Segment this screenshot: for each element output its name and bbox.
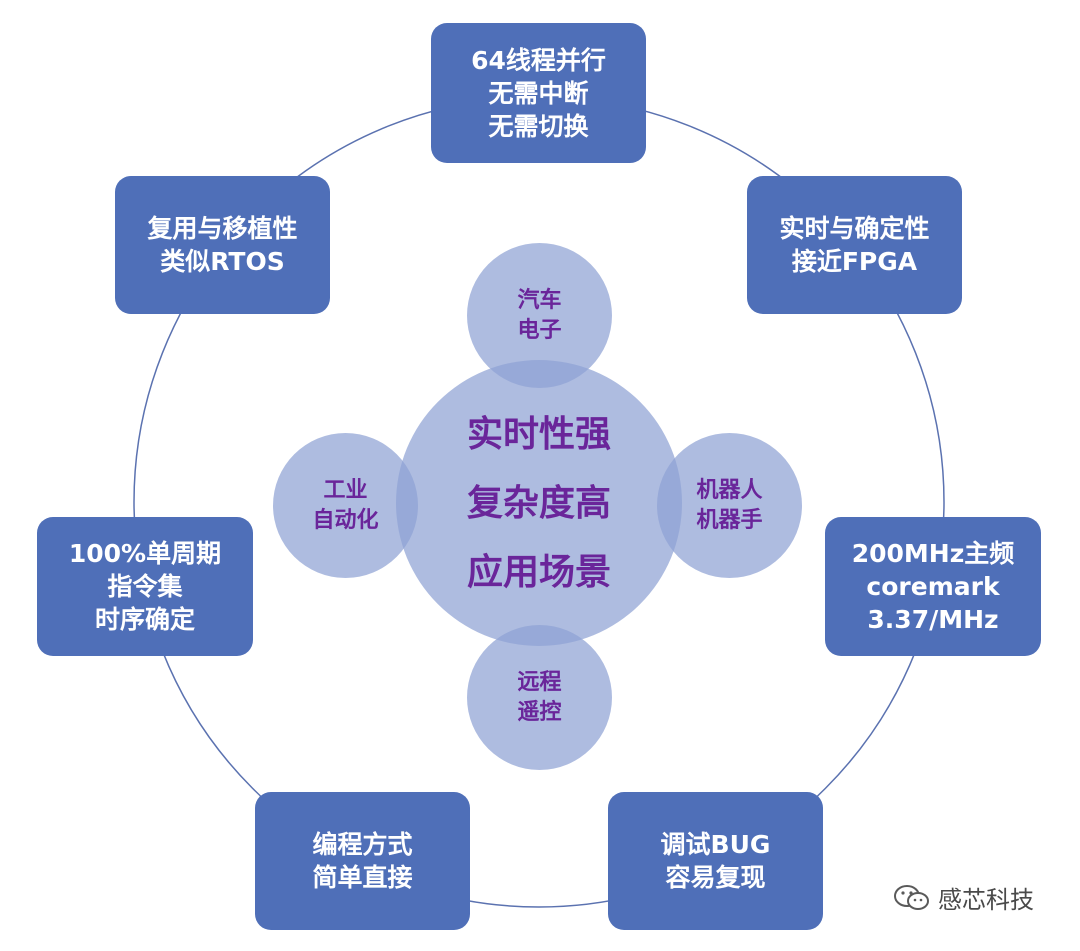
feature-line: 简单直接 [312, 863, 413, 892]
feature-line: 调试BUG [660, 830, 771, 859]
feature-box-debug: 调试BUG 容易复现 [608, 792, 823, 930]
domain-circle-automotive: 汽车 电子 [467, 243, 612, 388]
feature-line: 指令集 [107, 572, 183, 601]
center-line: 复杂度高 [466, 482, 611, 524]
domain-line: 远程 [517, 669, 562, 695]
feature-line: 类似RTOS [160, 247, 285, 276]
feature-line: 3.37/MHz [867, 605, 999, 634]
center-line: 应用场景 [466, 551, 611, 593]
domain-line: 遥控 [517, 699, 562, 725]
feature-box-single-cycle: 100%单周期 指令集 时序确定 [37, 517, 253, 656]
domain-line: 自动化 [312, 507, 379, 533]
feature-line: coremark [866, 572, 1000, 601]
domain-circle-robotics: 机器人 机器手 [657, 433, 802, 578]
feature-line: 64线程并行 [471, 45, 606, 75]
wechat-icon [894, 884, 929, 910]
feature-box-reuse: 复用与移植性 类似RTOS [115, 176, 330, 314]
feature-line: 容易复现 [665, 863, 766, 892]
watermark-text: 感芯科技 [938, 886, 1034, 914]
domain-line: 汽车 [517, 287, 562, 313]
feature-line: 200MHz主频 [851, 539, 1015, 568]
feature-line: 时序确定 [94, 605, 195, 634]
feature-line: 无需切换 [488, 111, 589, 141]
feature-box-programming: 编程方式 简单直接 [255, 792, 470, 930]
feature-box-frequency: 200MHz主频 coremark 3.37/MHz [825, 517, 1041, 656]
feature-line: 编程方式 [312, 830, 413, 859]
center-circle: 实时性强 复杂度高 应用场景 [396, 360, 682, 646]
center-line: 实时性强 [466, 413, 611, 455]
feature-box-threads: 64线程并行 无需中断 无需切换 [431, 23, 646, 163]
domain-circle-industrial: 工业 自动化 [273, 433, 418, 578]
watermark: 感芯科技 [892, 880, 1034, 915]
domain-line: 电子 [517, 317, 562, 343]
feature-line: 接近FPGA [791, 247, 918, 276]
feature-box-realtime: 实时与确定性 接近FPGA [747, 176, 962, 314]
domain-line: 机器手 [696, 507, 763, 533]
domain-line: 工业 [323, 477, 368, 503]
domain-circle-remote: 远程 遥控 [467, 625, 612, 770]
feature-line: 无需中断 [488, 78, 589, 108]
domain-line: 机器人 [696, 477, 763, 503]
feature-line: 复用与移植性 [147, 214, 298, 243]
feature-line: 实时与确定性 [779, 214, 930, 243]
feature-line: 100%单周期 [68, 539, 222, 568]
